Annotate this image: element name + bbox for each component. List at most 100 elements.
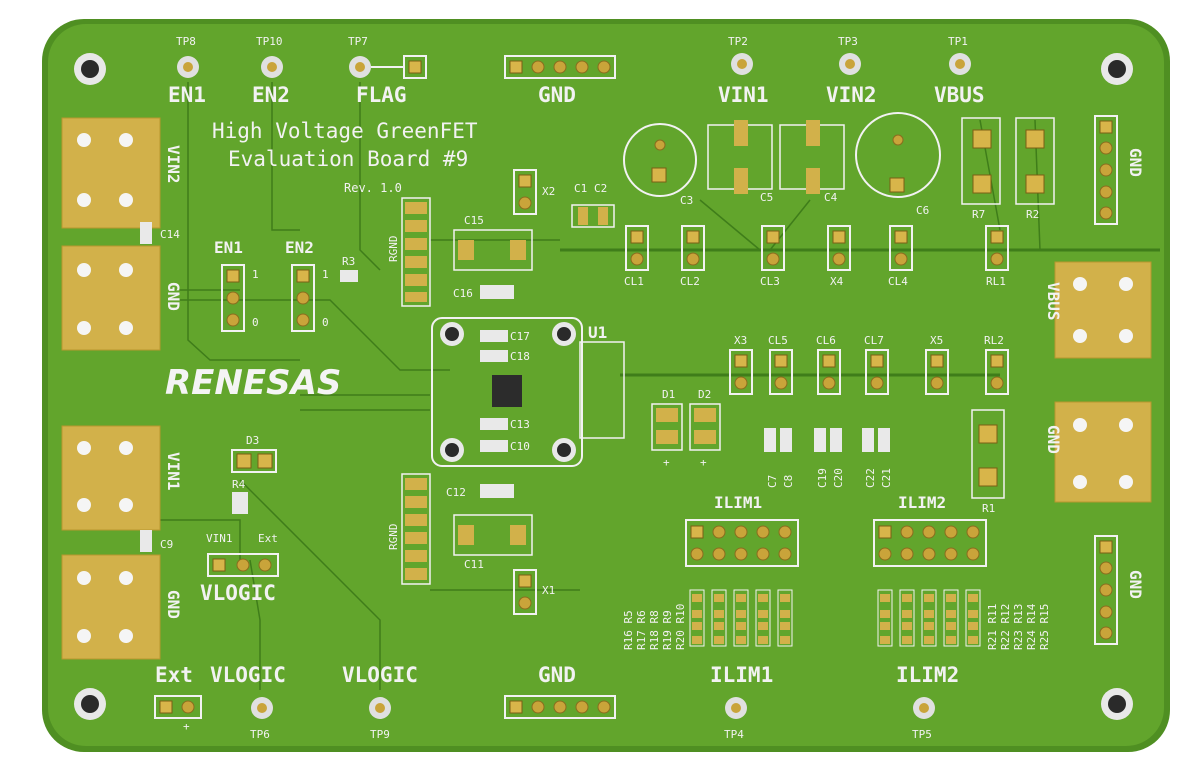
c16-cap: C16 (453, 285, 514, 300)
svg-text:R22 R12: R22 R12 (999, 604, 1012, 650)
svg-text:RGND: RGND (387, 236, 400, 263)
test-point-tp9[interactable]: VLOGIC TP9 (342, 663, 418, 741)
svg-text:C1: C1 (574, 182, 587, 195)
en1-jumper[interactable] (221, 264, 245, 332)
c3-cap: C3 (623, 123, 697, 207)
connector-gnd-upper[interactable]: GND (61, 245, 183, 351)
connector-gnd-lower[interactable]: GND (61, 554, 183, 660)
svg-text:CL1: CL1 (624, 275, 644, 288)
ilim2-resistors: R21 R11 R22 R12 R23 R13 R24 R14 R25 R15 (877, 589, 1051, 650)
ilim2-header[interactable] (873, 519, 987, 567)
svg-text:CL2: CL2 (680, 275, 700, 288)
connector-vin1[interactable]: VIN1 (61, 425, 183, 531)
svg-text:X3: X3 (734, 334, 747, 347)
vin1-top-label: VIN1 (718, 83, 769, 107)
svg-text:C6: C6 (916, 204, 929, 217)
svg-text:1: 1 (252, 268, 259, 281)
connector-gnd-right[interactable]: GND (1044, 401, 1152, 503)
svg-text:GND: GND (164, 282, 183, 311)
gnd-header-right-bottom[interactable]: GND (1094, 535, 1145, 645)
svg-text:C16: C16 (453, 287, 473, 300)
test-point-tp1[interactable]: TP1 VBUS (934, 35, 985, 107)
board-title-line1: High Voltage GreenFET (212, 119, 478, 143)
vlogic-jumper-label: VLOGIC (200, 581, 276, 605)
svg-text:GND: GND (538, 663, 576, 687)
ilim2-section: ILIM2 R21 R11 R22 R (873, 493, 1051, 650)
svg-text:TP1: TP1 (948, 35, 968, 48)
vlogic-jumper[interactable]: VIN1 Ext VLOGIC (200, 532, 279, 605)
svg-text:0: 0 (322, 316, 329, 329)
small-cap-pairs: C7 C8 C19 C20 C22 C21 (764, 428, 893, 488)
svg-text:C15: C15 (464, 214, 484, 227)
test-point-tp4[interactable]: ILIM1 TP4 (710, 663, 773, 741)
test-point-tp6[interactable]: VLOGIC TP6 (210, 663, 286, 741)
c6-cap: C6 (855, 112, 941, 217)
svg-text:TP4: TP4 (724, 728, 744, 741)
test-point-tp7[interactable]: TP7 FLAG (348, 35, 427, 107)
rl1-jumper[interactable]: RL1 (985, 225, 1009, 288)
svg-text:GND: GND (164, 590, 183, 619)
c9-cap (140, 530, 152, 552)
svg-text:GND: GND (1126, 570, 1145, 599)
c12-cap: C12 (446, 484, 514, 499)
cl1-jumper[interactable]: CL1 (624, 225, 649, 288)
svg-text:X1: X1 (542, 584, 555, 597)
cl3-jumper[interactable]: CL3 (760, 225, 785, 288)
gnd-header-top[interactable]: GND (504, 55, 616, 107)
svg-text:C20: C20 (832, 468, 845, 488)
svg-text:C17: C17 (510, 330, 530, 343)
rl2-jumper[interactable]: RL2 (984, 334, 1009, 395)
svg-text:GND: GND (1126, 148, 1145, 177)
x3-jumper[interactable]: X3 (729, 334, 753, 395)
svg-text:D1: D1 (662, 388, 675, 401)
r7-resistor: R7 (961, 117, 1001, 221)
svg-text:+: + (183, 720, 190, 733)
x5-jumper[interactable]: X5 (925, 334, 949, 395)
ext-header[interactable]: Ext + (154, 663, 202, 733)
svg-text:VIN1: VIN1 (206, 532, 233, 545)
test-point-tp3[interactable]: TP3 VIN2 (826, 35, 877, 107)
svg-text:C18: C18 (510, 350, 530, 363)
gnd-header-bottom[interactable]: GND (504, 663, 616, 719)
svg-text:TP9: TP9 (370, 728, 390, 741)
svg-text:TP7: TP7 (348, 35, 368, 48)
svg-text:R2: R2 (1026, 208, 1039, 221)
en2-jumper[interactable] (291, 264, 315, 332)
x1-jumper[interactable]: X1 (513, 569, 555, 615)
cl5-jumper[interactable]: CL5 (768, 334, 793, 395)
x4-jumper[interactable]: X4 (827, 225, 851, 288)
test-point-tp10[interactable]: TP10 EN2 (252, 35, 290, 107)
test-point-tp8[interactable]: TP8 EN1 (168, 35, 206, 107)
svg-text:CL4: CL4 (888, 275, 908, 288)
x2-jumper[interactable]: X2 (513, 169, 555, 215)
svg-text:TP2: TP2 (728, 35, 748, 48)
gnd-header-right-top[interactable]: GND (1094, 115, 1145, 225)
en1-label: EN1 (168, 83, 206, 107)
svg-text:C10: C10 (510, 440, 530, 453)
svg-text:RGND: RGND (387, 524, 400, 551)
en-jumpers: EN1 EN2 1 0 1 0 R3 (214, 238, 358, 332)
svg-text:ILIM2: ILIM2 (898, 493, 946, 512)
connector-vbus[interactable]: VBUS (1044, 261, 1152, 359)
svg-text:ILIM2: ILIM2 (896, 663, 959, 687)
cl2-jumper[interactable]: CL2 (680, 225, 705, 288)
svg-text:VLOGIC: VLOGIC (210, 663, 286, 687)
svg-text:Ext: Ext (155, 663, 193, 687)
svg-text:R18 R8: R18 R8 (648, 610, 661, 650)
c15-cap: C15 (453, 214, 533, 271)
svg-text:C2: C2 (594, 182, 607, 195)
test-point-tp5[interactable]: ILIM2 TP5 (896, 663, 959, 741)
connector-vin2[interactable]: VIN2 (61, 117, 183, 229)
cl4-jumper[interactable]: CL4 (888, 225, 913, 288)
test-point-tp2[interactable]: TP2 VIN1 (718, 35, 769, 107)
c14-cap (140, 222, 152, 244)
ilim1-header[interactable] (685, 519, 799, 567)
cl6-jumper[interactable]: CL6 (816, 334, 841, 395)
upper-jumper-row: CL1 CL2 CL3 X4 CL4 RL1 (624, 225, 1009, 288)
cl7-jumper[interactable]: CL7 (864, 334, 889, 395)
bottom-test-points: VLOGIC TP6 VLOGIC TP9 ILIM1 TP4 ILIM2 TP… (210, 663, 959, 741)
svg-text:TP5: TP5 (912, 728, 932, 741)
svg-text:D3: D3 (246, 434, 259, 447)
svg-text:EN1: EN1 (214, 238, 243, 257)
svg-text:C13: C13 (510, 418, 530, 431)
